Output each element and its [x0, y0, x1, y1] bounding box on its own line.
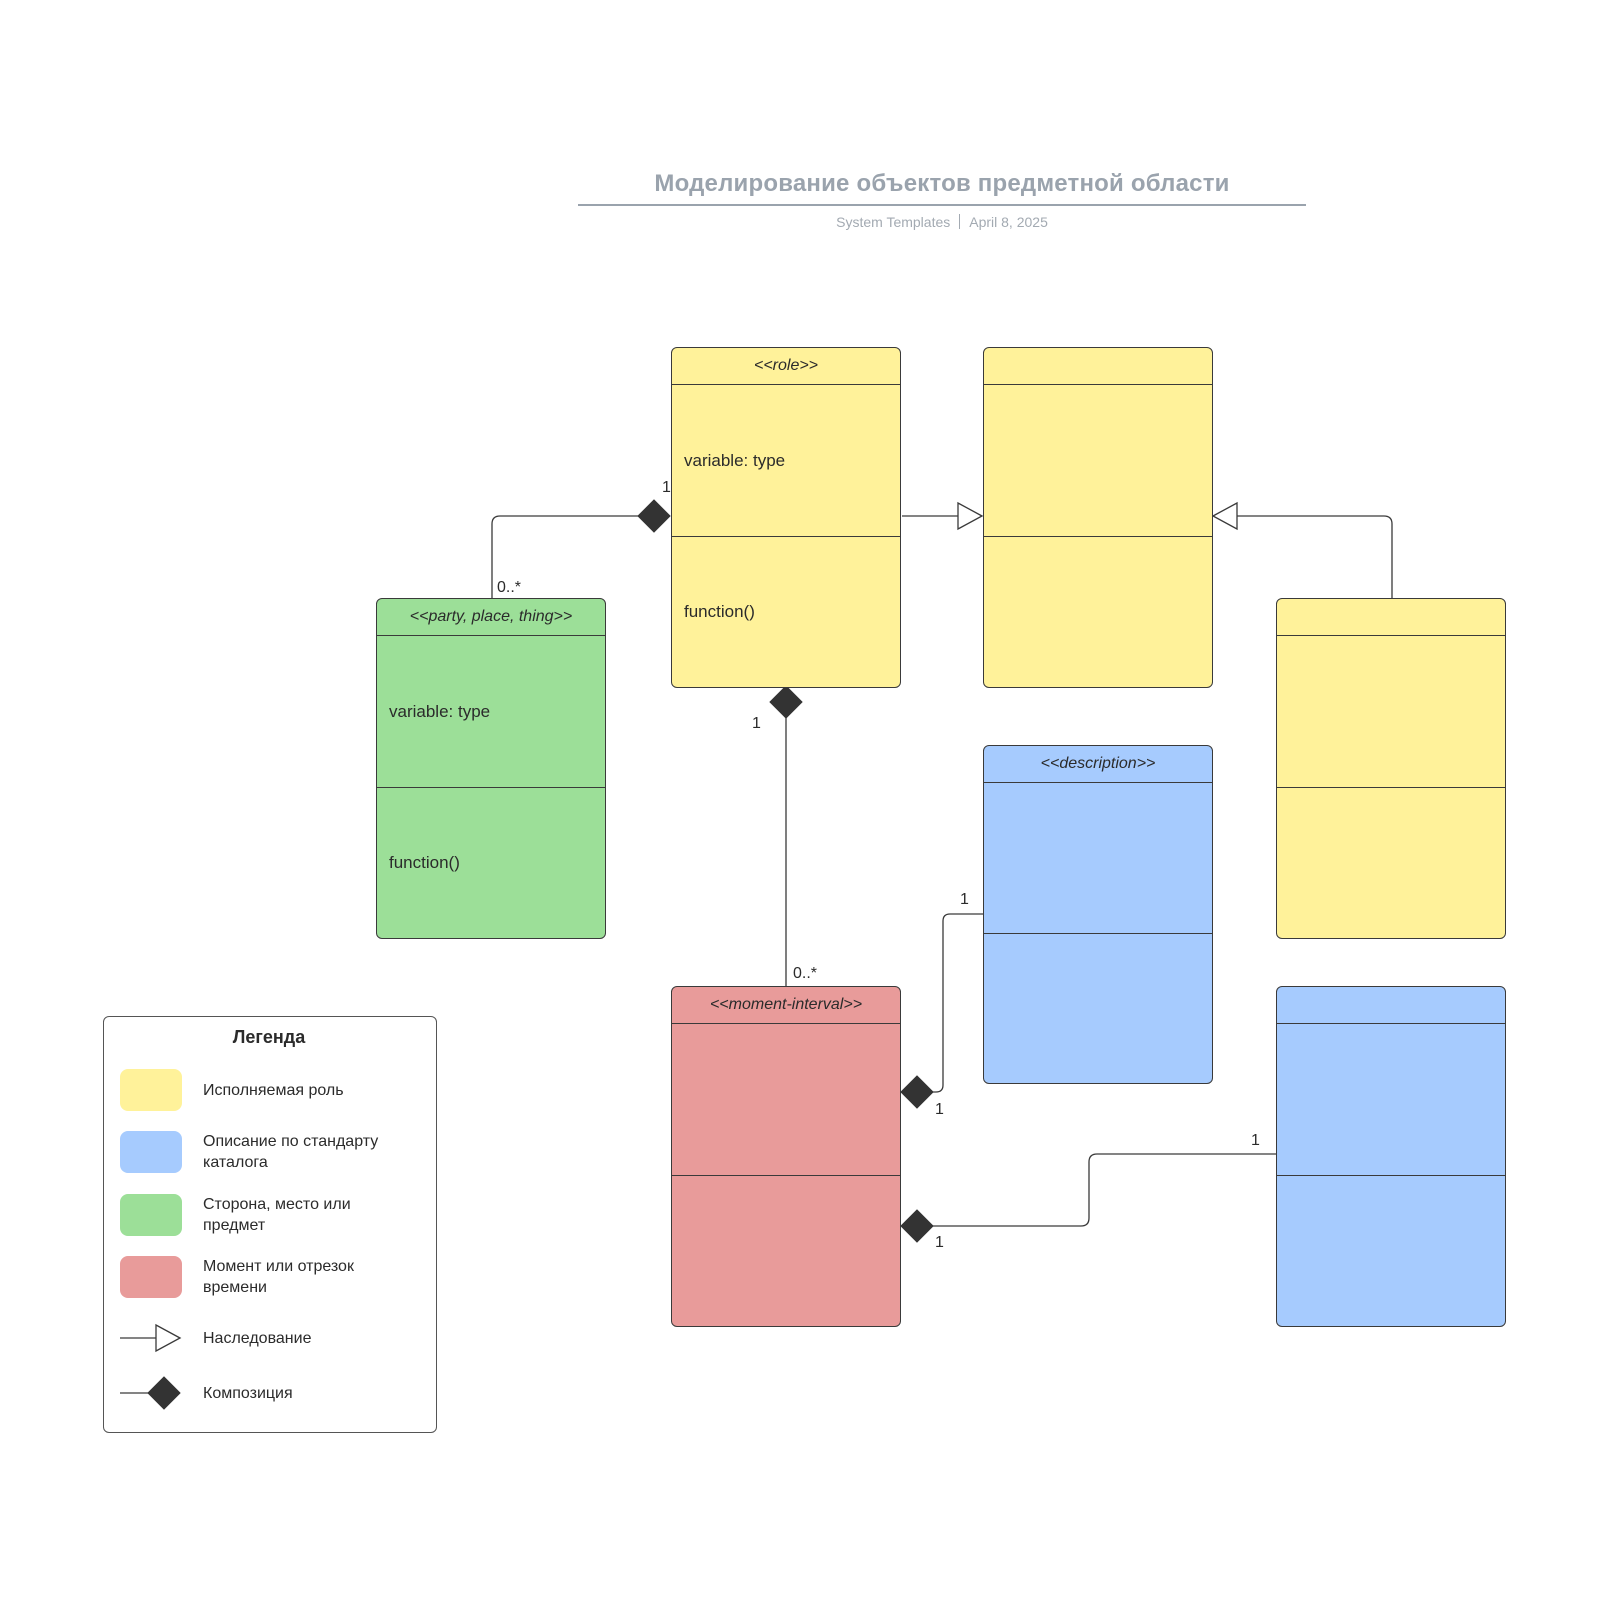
class-attributes: variable: type [389, 701, 491, 721]
date-label: April 8, 2025 [969, 214, 1048, 230]
class-methods: function() [672, 536, 900, 687]
class-attributes [1277, 1024, 1505, 1175]
legend-item-moment: Момент или отрезок времени [120, 1256, 420, 1298]
class-attributes [1277, 636, 1505, 787]
class-stereotype: <<party, place, thing>> [377, 599, 605, 636]
inheritance-arrowhead [957, 501, 984, 531]
legend-item-composition: Композиция [120, 1375, 420, 1411]
class-stereotype: <<moment-interval>> [672, 987, 900, 1024]
class-methods: function() [377, 787, 605, 938]
legend-item-role: Исполняемая роль [120, 1069, 420, 1111]
title-underline [578, 204, 1306, 206]
multiplicity-label: 1 [960, 891, 969, 908]
composition-icon [120, 1376, 181, 1410]
multiplicity-label: 1 [752, 715, 761, 732]
legend-item-party: Сторона, место или предмет [120, 1194, 420, 1236]
class-stereotype: <<role>> [672, 348, 900, 385]
class-attributes [984, 783, 1212, 933]
inheritance-icon [120, 1323, 182, 1353]
multiplicity-label: 1 [662, 479, 671, 496]
multiplicity-label: 0..* [793, 965, 817, 982]
class-attributes [672, 1024, 900, 1175]
legend-swatch [120, 1131, 182, 1173]
class-attributes [984, 385, 1212, 536]
class-stereotype [984, 348, 1212, 385]
party-place-thing-class[interactable]: <<party, place, thing>> variable: type f… [376, 598, 606, 939]
legend-label: Описание по стандарту каталога [203, 1133, 379, 1171]
legend-item-description: Описание по стандарту каталога [120, 1131, 420, 1173]
meta-separator [959, 214, 961, 229]
legend-swatch [120, 1194, 182, 1236]
class-methods [984, 933, 1212, 1083]
legend-swatch [120, 1256, 182, 1298]
class-methods [672, 1175, 900, 1326]
class-stereotype [1277, 987, 1505, 1024]
sibling-parent-link [1237, 515, 1393, 598]
diagram-meta: System Templates April 8, 2025 [578, 214, 1306, 230]
class-attributes: variable: type [684, 450, 786, 470]
inheritance-arrowhead [1211, 501, 1238, 531]
role-parent-class[interactable] [983, 347, 1213, 688]
legend-label: Сторона, место или предмет [203, 1196, 351, 1234]
legend-label: Наследование [203, 1329, 312, 1347]
class-methods [1277, 1175, 1505, 1326]
role-class[interactable]: <<role>> variable: type function() [671, 347, 901, 688]
multiplicity-label: 1 [1251, 1132, 1260, 1149]
moment-description2-link [933, 1153, 1276, 1227]
composition-diamond [900, 1075, 934, 1109]
class-stereotype: <<description>> [984, 746, 1212, 783]
multiplicity-label: 0..* [497, 579, 521, 596]
legend-item-inheritance: Наследование [120, 1320, 420, 1356]
role-sibling-class[interactable] [1276, 598, 1506, 939]
composition-diamond [637, 499, 671, 533]
multiplicity-label: 1 [935, 1101, 944, 1118]
legend-label: Момент или отрезок времени [203, 1258, 354, 1296]
description2-class[interactable] [1276, 986, 1506, 1327]
class-methods [984, 536, 1212, 687]
moment-description-link [933, 913, 983, 1093]
role-party-link [491, 515, 638, 598]
legend-title: Легенда [232, 1027, 306, 1047]
class-stereotype [1277, 599, 1505, 636]
legend-label: Исполняемая роль [203, 1081, 344, 1099]
page-title: Моделирование объектов предметной област… [654, 170, 1230, 197]
class-methods [1277, 787, 1505, 938]
source-label: System Templates [836, 214, 951, 230]
description-class[interactable]: <<description>> [983, 745, 1213, 1084]
multiplicity-label: 1 [935, 1234, 944, 1251]
composition-diamond [900, 1209, 934, 1243]
diagram-header: Моделирование объектов предметной област… [578, 170, 1306, 230]
moment-interval-class[interactable]: <<moment-interval>> [671, 986, 901, 1327]
legend-label: Композиция [203, 1384, 293, 1402]
legend-swatch [120, 1069, 182, 1111]
composition-diamond [769, 685, 803, 719]
legend: Легенда Исполняемая роль Описание по ста… [103, 1016, 437, 1433]
